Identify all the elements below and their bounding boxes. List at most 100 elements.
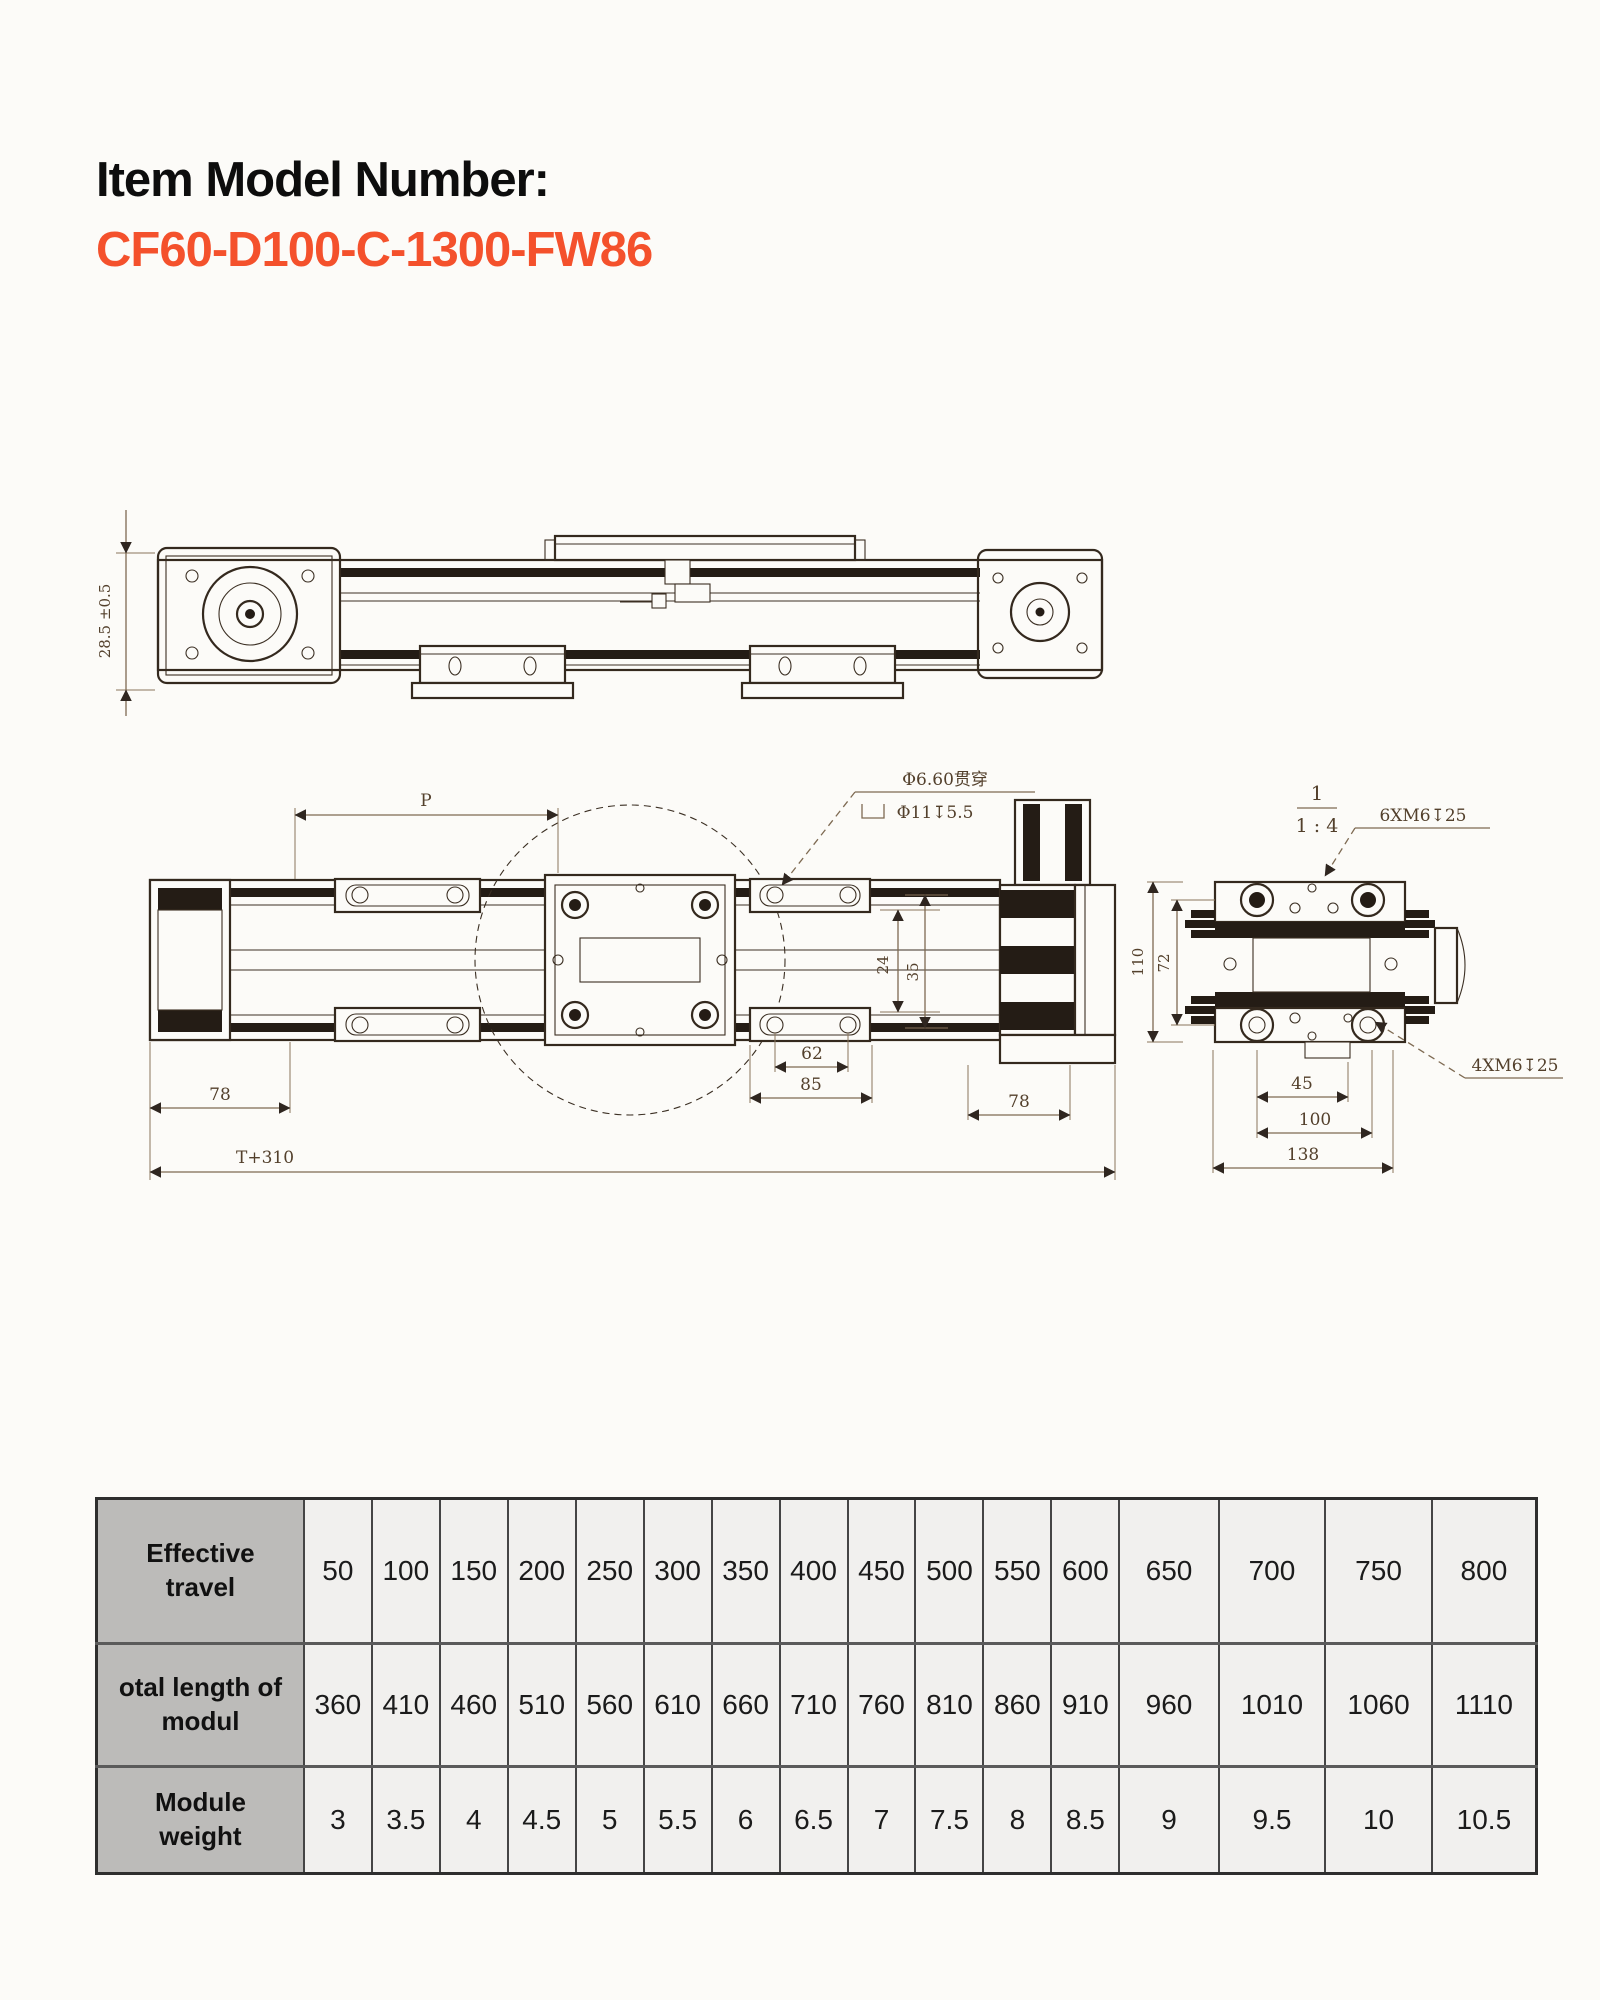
spec-table: Effective travel 50 100 150 200 250 300 … [95,1497,1538,1875]
plan-dim-85: 85 [749,1045,873,1104]
table-cell: 10 [1324,1765,1433,1874]
plan-guide-blocks-left [333,877,482,1043]
table-cell: 150 [438,1498,509,1644]
table-cell: 1110 [1430,1642,1538,1767]
table-cell: 5 [574,1765,645,1874]
dim-label-100: 100 [1299,1110,1331,1130]
plan-left-end-cap [148,878,232,1042]
table-cell: 300 [642,1498,713,1644]
table-cell: 800 [1430,1498,1538,1644]
dim-label-p: P [420,791,431,811]
table-cell: 460 [438,1642,509,1767]
dim-label-45: 45 [1291,1074,1313,1094]
table-cell: 7.5 [914,1765,985,1874]
table-row-module-weight: Module weight 3 3.5 4 4.5 5 5.5 6 6.5 7 … [95,1765,1538,1874]
table-cell: 1060 [1324,1642,1433,1767]
table-cell: 400 [778,1498,849,1644]
table-cell: 700 [1217,1498,1327,1644]
plan-carriage-plate [543,873,737,1047]
table-cell: 6.5 [778,1765,849,1874]
end-view-body [1185,880,1466,1059]
dim-label-35: 35 [904,962,922,981]
scale-ratio: 1 : 4 [1296,815,1339,837]
table-cell: 710 [778,1642,849,1767]
table-cell: 960 [1118,1642,1220,1767]
title-label: Item Model Number: [96,153,550,207]
table-row-effective-travel: Effective travel 50 100 150 200 250 300 … [95,1498,1538,1644]
plan-dim-78-right: 78 [967,1065,1071,1121]
table-row-total-length: otal length of modul 360 410 460 510 560… [95,1642,1538,1767]
table-cell: 3.5 [370,1765,441,1874]
table-cell: 9.5 [1217,1765,1327,1874]
table-cell: 3 [302,1765,373,1874]
table-cell: 560 [574,1642,645,1767]
table-cell: 1010 [1217,1642,1327,1767]
end-callout-top: 6XM6↧25 [1324,806,1490,877]
table-cell: 910 [1050,1642,1121,1767]
plan-guide-blocks-right [748,877,872,1043]
table-cell: 200 [506,1498,577,1644]
end-callout-bottom: 4XM6↧25 [1374,1021,1563,1079]
table-cell: 810 [914,1642,985,1767]
table-cell: 660 [710,1642,781,1767]
dim-label-110: 110 [1129,948,1147,977]
table-cell: 5.5 [642,1765,713,1874]
dim-label-78-right: 78 [1008,1092,1030,1112]
scale-marker: 1 1 : 4 [1296,781,1339,837]
plan-dim-78-left: 78 [149,1042,291,1114]
page-title: Item Model Number: CF60-D100-C-1300-FW86 [96,146,653,285]
end-view-drawing: 1 1 : 4 6XM6↧25 [1129,781,1563,1174]
table-cell: 360 [302,1642,373,1767]
plan-vertical-dims: 24 35 [874,894,948,1029]
plan-motor [998,798,1117,1065]
row-label: otal length of modul [95,1642,305,1767]
side-mounting-feet [410,644,905,700]
table-cell: 860 [982,1642,1053,1767]
dim-label-24: 24 [874,955,892,974]
table-cell: 100 [370,1498,441,1644]
plan-view-drawing: P Φ6.60贯穿 Φ11↧5.5 24 35 62 [148,770,1117,1180]
callout-hole-line2: Φ11↧5.5 [897,803,974,823]
scale-numerator: 1 [1311,781,1324,805]
table-cell: 4.5 [506,1765,577,1874]
end-dim-45: 45 [1256,1050,1349,1103]
dim-label-total: T+310 [236,1148,294,1168]
table-cell: 750 [1324,1498,1433,1644]
table-cell: 410 [370,1642,441,1767]
callout-bottom-label: 4XM6↧25 [1471,1056,1558,1076]
table-cell: 6 [710,1765,781,1874]
table-cell: 450 [846,1498,917,1644]
table-cell: 600 [1050,1498,1121,1644]
table-cell: 610 [642,1642,713,1767]
detail-circle [474,804,786,1116]
row-label: Module weight [95,1765,305,1874]
plan-p-dimension: P [294,791,559,879]
dim-label-78-left: 78 [209,1085,231,1105]
callout-hole-line1: Φ6.60贯穿 [902,770,988,790]
side-left-end-block [156,546,342,685]
end-dim-138: 138 [1212,1050,1394,1174]
table-cell: 8.5 [1050,1765,1121,1874]
table-cell: 7 [846,1765,917,1874]
plan-dim-62: 62 [774,1033,849,1073]
dim-label-62: 62 [801,1044,823,1064]
side-view-drawing: 28.5 ±0.5 [96,510,1104,716]
model-number: CF60-D100-C-1300-FW86 [96,222,653,277]
table-cell: 350 [710,1498,781,1644]
table-cell: 650 [1118,1498,1220,1644]
side-height-dimension: 28.5 ±0.5 [96,510,155,716]
table-cell: 760 [846,1642,917,1767]
table-cell: 250 [574,1498,645,1644]
table-cell: 550 [982,1498,1053,1644]
table-cell: 9 [1118,1765,1220,1874]
side-right-end-block [976,548,1104,680]
plan-dim-total: T+310 [149,1065,1116,1180]
table-cell: 4 [438,1765,509,1874]
dim-label-138: 138 [1287,1145,1319,1165]
table-cell: 500 [914,1498,985,1644]
table-cell: 510 [506,1642,577,1767]
side-carriage [544,534,866,609]
dim-label-height: 28.5 ±0.5 [96,584,114,659]
row-label: Effective travel [95,1498,305,1644]
table-cell: 8 [982,1765,1053,1874]
